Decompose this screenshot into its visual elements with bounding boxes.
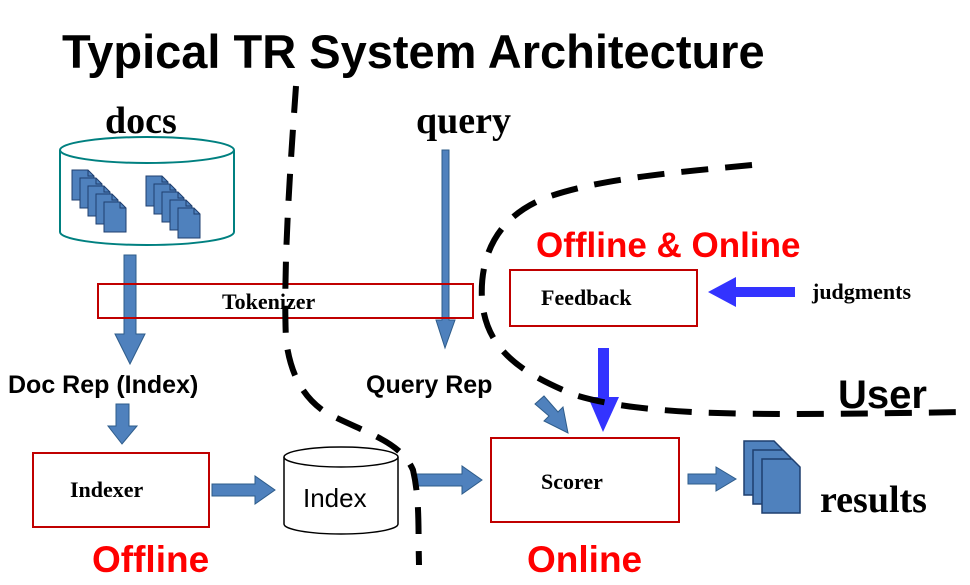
indexer-to-index-arrow	[211, 475, 276, 505]
docs-label: docs	[105, 100, 177, 142]
index-to-scorer-arrow	[416, 465, 483, 495]
feedback-box	[509, 269, 698, 327]
indexer-box	[32, 452, 210, 528]
user-boundary-line	[478, 162, 966, 418]
results-label: results	[820, 479, 927, 521]
results-docs-icon	[743, 440, 801, 514]
scorer-to-results-arrow	[687, 466, 737, 492]
query-to-queryrep-arrow	[435, 149, 456, 350]
indexer-label: Indexer	[70, 477, 144, 502]
offline-label: Offline	[92, 539, 210, 580]
queryrep-to-scorer-arrow	[534, 395, 569, 434]
query-label: query	[416, 100, 511, 142]
feedback-label: Feedback	[541, 285, 632, 310]
docrep-to-indexer-arrow	[106, 403, 139, 445]
scorer-box	[490, 437, 680, 523]
offline-online-label: Offline & Online	[536, 226, 801, 265]
index-cylinder	[283, 446, 399, 535]
query-rep-label: Query Rep	[366, 371, 493, 399]
docs-to-docrep-arrow	[114, 254, 146, 366]
scorer-label: Scorer	[541, 469, 603, 494]
offline-online-boundary-line	[282, 85, 422, 566]
tokenizer-label: Tokenizer	[222, 289, 316, 314]
page-title: Typical TR System Architecture	[62, 25, 765, 78]
feedback-to-scorer-arrow	[588, 348, 619, 432]
doc-rep-label: Doc Rep (Index)	[8, 371, 199, 399]
judgments-to-feedback-arrow	[708, 277, 795, 307]
user-label: User	[838, 373, 927, 417]
judgments-label: judgments	[812, 279, 912, 304]
online-label: Online	[527, 539, 643, 580]
index-label: Index	[303, 483, 367, 513]
